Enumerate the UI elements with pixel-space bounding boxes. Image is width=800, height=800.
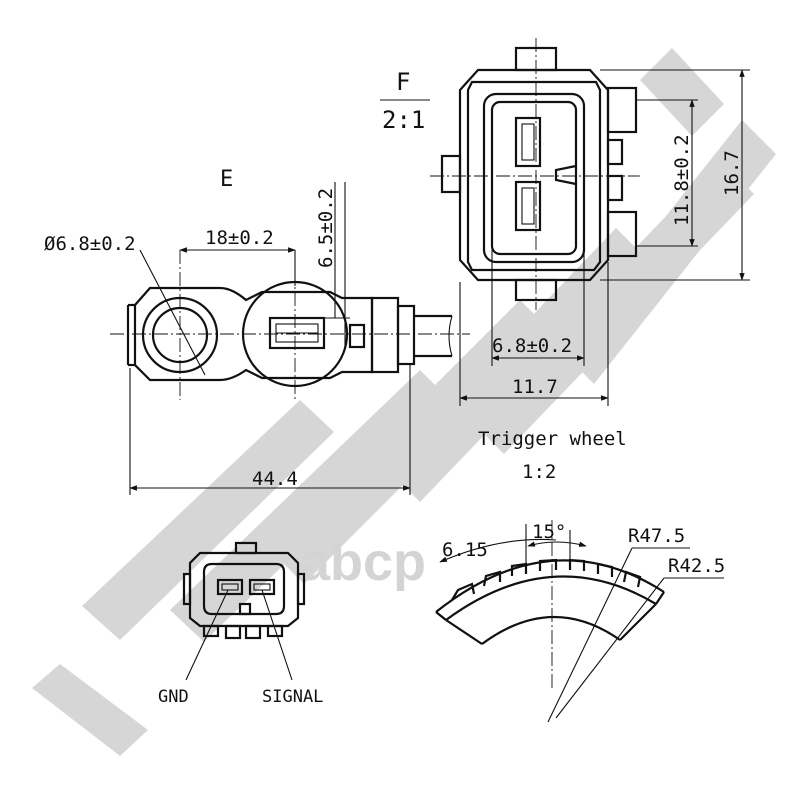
dim-pin-height: 11.8±0.2 (671, 134, 693, 226)
view-f-drawing (380, 38, 750, 406)
view-f-title: F (396, 68, 410, 96)
trigger-wheel-title: Trigger wheel (478, 428, 627, 450)
connector-pinout-drawing (182, 541, 306, 681)
view-f-scale: 2:1 (382, 106, 425, 134)
dim-tooth-pitch: 6.15 (442, 539, 488, 561)
svg-text:abcp: abcp (300, 532, 426, 592)
dim-overall-length: 44.4 (252, 468, 298, 490)
dim-housing-width: 11.7 (512, 376, 558, 398)
dim-inner-radius: R42.5 (668, 555, 725, 577)
signal-pin-label: SIGNAL (262, 687, 323, 707)
abcp-watermark-logo: abcp (300, 532, 426, 592)
dim-housing-height: 16.7 (721, 150, 743, 196)
trigger-wheel-drawing (435, 520, 724, 723)
dim-hole-spacing: 18±0.2 (205, 227, 274, 249)
trigger-wheel-scale: 1:2 (522, 461, 556, 483)
view-e-title: E (220, 167, 233, 192)
dim-outer-radius: R47.5 (628, 525, 685, 547)
dim-hole-diameter: Ø6.8±0.2 (44, 233, 136, 255)
dim-tooth-angle: 15° (532, 521, 566, 543)
dim-pin-width: 6.8±0.2 (492, 335, 572, 357)
view-e-drawing (110, 182, 470, 495)
gnd-pin-label: GND (158, 687, 189, 707)
zenmax-watermark-logo (32, 48, 776, 756)
dim-pin-offset: 6.5±0.2 (315, 188, 337, 268)
